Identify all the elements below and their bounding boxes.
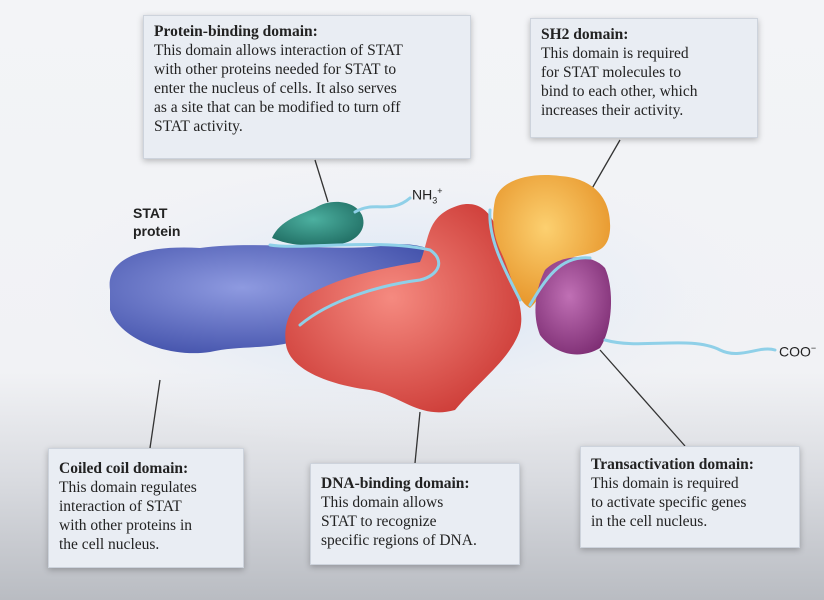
leader-transactivation (599, 349, 686, 447)
sh2-domain-callout: SH2 domain: This domain is required for … (530, 18, 758, 138)
callout-description: This domain allows STAT to recognize spe… (321, 494, 477, 549)
nh3-superscript: + (437, 186, 443, 196)
linker-chain (268, 196, 777, 356)
leader-dna-binding (414, 411, 421, 464)
coo-text: COO (779, 343, 811, 360)
callout-description: This domain is required to activate spec… (591, 475, 747, 530)
callout-title: Protein-binding domain: (154, 23, 318, 40)
transactivation-domain-callout: Transactivation domain: This domain is r… (580, 446, 800, 548)
protein-binding-domain-shape (272, 201, 364, 246)
coo-terminus-label: COO− (779, 343, 816, 360)
coiled-coil-domain-callout: Coiled coil domain: This domain regulate… (48, 448, 244, 568)
leader-sh2 (589, 139, 621, 193)
callout-title: SH2 domain: (541, 26, 629, 43)
dna-binding-domain-shape (285, 204, 522, 413)
callout-title: Coiled coil domain: (59, 460, 189, 477)
leader-coiled-coil (149, 379, 161, 449)
leader-protein-binding (314, 159, 329, 203)
dna-binding-domain-callout: DNA-binding domain: This domain allows S… (310, 463, 520, 565)
nh3-terminus-label: NH3+ (412, 186, 443, 205)
callout-description: This domain regulates interaction of STA… (59, 479, 197, 553)
sh2-domain-shape (493, 175, 611, 308)
callout-title: DNA-binding domain: (321, 475, 470, 492)
coo-superscript: − (810, 343, 817, 353)
stat-protein-label: STAT protein (133, 205, 181, 239)
callout-description: This domain allows interaction of STAT w… (154, 42, 403, 135)
protein-binding-domain-callout: Protein-binding domain: This domain allo… (143, 15, 471, 159)
coiled-coil-domain-shape (109, 244, 441, 354)
callout-title: Transactivation domain: (591, 456, 754, 473)
callout-description: This domain is required for STAT molecul… (541, 45, 698, 119)
nh3-subscript: 3 (432, 195, 438, 206)
leader-lines (149, 139, 686, 464)
transactivation-domain-shape (535, 257, 612, 355)
nh3-text: NH (412, 186, 433, 203)
